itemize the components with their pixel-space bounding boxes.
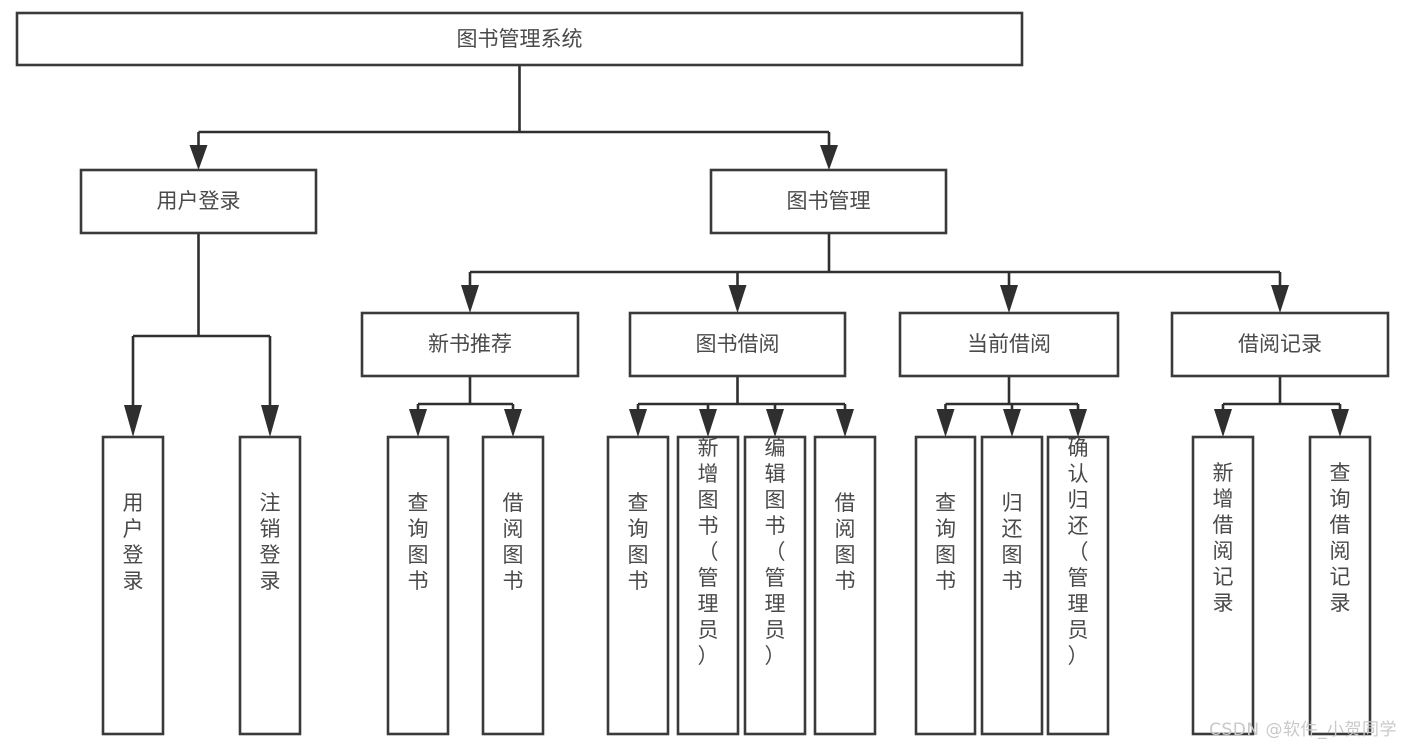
arrow-head-leaf-edit-book-admin xyxy=(766,409,784,437)
arrow-head-leaf-borrow-book-recommend xyxy=(504,409,522,437)
node-book-management[interactable]: 图书管理 xyxy=(709,168,948,235)
node-user-login-box[interactable] xyxy=(79,168,318,235)
node-borrow-record[interactable]: 借阅记录 xyxy=(1170,311,1390,378)
arrow-head-borrow-record xyxy=(1271,285,1289,313)
node-user-login-label: 用户登录 xyxy=(157,189,241,213)
arrow-head-leaf-confirm-return-admin xyxy=(1069,409,1087,437)
leaf-user-login-box[interactable] xyxy=(101,435,165,736)
arrow-head-current-borrow xyxy=(1000,285,1018,313)
leaf-borrow-book-recommend-box[interactable] xyxy=(481,435,545,736)
node-book-borrow-box[interactable] xyxy=(628,311,847,378)
leaf-confirm-return-admin-label: 确认归还（管理员） xyxy=(1068,436,1089,668)
leaf-node-query-book[interactable]: 查询图书 xyxy=(606,435,670,736)
leaf-borrow-book-label: 借阅图书 xyxy=(835,491,856,593)
arrow-head-leaf-borrow-book xyxy=(836,409,854,437)
leaf-add-book-admin-label: 新增图书（管理员） xyxy=(698,436,719,668)
arrow-head-leaf-add-borrow-record xyxy=(1214,409,1232,437)
leaf-edit-book-admin-box[interactable] xyxy=(743,435,807,736)
node-current-borrow-box[interactable] xyxy=(898,311,1120,378)
leaf-node-return-book[interactable]: 归还图书 xyxy=(980,435,1044,736)
arrow-head-leaf-query-book xyxy=(629,409,647,437)
node-new-book-recommend-label: 新书推荐 xyxy=(428,332,512,356)
node-book-borrow-label: 图书借阅 xyxy=(696,332,780,356)
leaf-add-book-admin-box[interactable] xyxy=(676,435,740,736)
csdn-watermark: CSDN @软件_小贺同学 xyxy=(1209,720,1397,740)
leaf-node-query-book-recommend[interactable]: 查询图书 xyxy=(386,435,450,736)
node-book-borrow[interactable]: 图书借阅 xyxy=(628,311,847,378)
leaf-query-borrow-record-box[interactable] xyxy=(1308,435,1372,736)
arrow-head-leaf-query-book-current xyxy=(936,409,955,437)
leaf-node-add-book-admin[interactable]: 新增图书（管理员） xyxy=(676,435,740,736)
leaf-borrow-book-recommend-label: 借阅图书 xyxy=(503,491,524,593)
leaf-return-book-box[interactable] xyxy=(980,435,1044,736)
arrow-head-leaf-query-borrow-record xyxy=(1331,409,1349,437)
leaf-logout-box[interactable] xyxy=(238,435,302,736)
node-user-login[interactable]: 用户登录 xyxy=(79,168,318,235)
leaf-add-borrow-record-label: 新增借阅记录 xyxy=(1213,461,1234,615)
leaf-query-book-current-box[interactable] xyxy=(914,435,977,736)
leaf-return-book-label: 归还图书 xyxy=(1002,491,1023,593)
leaf-query-borrow-record-label: 查询借阅记录 xyxy=(1330,461,1351,615)
leaf-query-book-label: 查询图书 xyxy=(628,491,649,593)
node-current-borrow[interactable]: 当前借阅 xyxy=(898,311,1120,378)
leaf-node-borrow-book[interactable]: 借阅图书 xyxy=(813,435,877,736)
leaf-user-login-label: 用户登录 xyxy=(123,491,144,593)
leaf-node-logout[interactable]: 注销登录 xyxy=(238,435,302,736)
leaf-query-book-recommend-box[interactable] xyxy=(386,435,450,736)
node-book-management-box[interactable] xyxy=(709,168,948,235)
node-new-book-recommend[interactable]: 新书推荐 xyxy=(360,311,580,378)
leaf-query-book-current-label: 查询图书 xyxy=(935,491,956,593)
node-borrow-record-label: 借阅记录 xyxy=(1238,332,1322,356)
connector-layer xyxy=(124,65,1349,437)
arrow-head-leaf-logout xyxy=(261,405,279,437)
leaf-query-book-box[interactable] xyxy=(606,435,670,736)
leaf-node-query-borrow-record[interactable]: 查询借阅记录 xyxy=(1308,435,1372,736)
arrow-head-book-borrow xyxy=(728,285,747,313)
leaf-confirm-return-admin-box[interactable] xyxy=(1046,435,1110,736)
arrow-head-leaf-add-book-admin xyxy=(699,409,717,437)
leaf-node-query-book-current[interactable]: 查询图书 xyxy=(914,435,977,736)
node-root-box[interactable] xyxy=(15,11,1024,67)
leaf-query-book-recommend-label: 查询图书 xyxy=(408,491,429,593)
leaf-borrow-book-box[interactable] xyxy=(813,435,877,736)
leaf-node-add-borrow-record[interactable]: 新增借阅记录 xyxy=(1191,435,1255,736)
node-borrow-record-box[interactable] xyxy=(1170,311,1390,378)
leaf-add-borrow-record-box[interactable] xyxy=(1191,435,1255,736)
arrow-head-user-login xyxy=(189,145,208,170)
node-layer: 图书管理系统 用户登录 图书管理 新书推荐 图书借阅 xyxy=(15,11,1390,736)
arrow-head-book-management xyxy=(820,145,838,170)
node-root[interactable]: 图书管理系统 xyxy=(15,11,1024,67)
leaf-edit-book-admin-label: 编辑图书（管理员） xyxy=(765,436,786,668)
leaf-node-borrow-book-recommend[interactable]: 借阅图书 xyxy=(481,435,545,736)
node-new-book-recommend-box[interactable] xyxy=(360,311,580,378)
arrow-head-new-book-recommend xyxy=(461,285,479,313)
arrow-head-leaf-user-login xyxy=(124,405,142,437)
arrow-head-leaf-query-book-recommend xyxy=(409,409,427,437)
leaf-node-confirm-return-admin[interactable]: 确认归还（管理员） xyxy=(1046,435,1110,736)
leaf-node-edit-book-admin[interactable]: 编辑图书（管理员） xyxy=(743,435,807,736)
leaf-node-user-login[interactable]: 用户登录 xyxy=(101,435,165,736)
node-book-management-label: 图书管理 xyxy=(787,189,871,213)
leaf-logout-label: 注销登录 xyxy=(260,491,281,593)
node-current-borrow-label: 当前借阅 xyxy=(967,332,1051,356)
arrow-head-leaf-return-book xyxy=(1003,409,1021,437)
node-root-label: 图书管理系统 xyxy=(457,27,583,51)
